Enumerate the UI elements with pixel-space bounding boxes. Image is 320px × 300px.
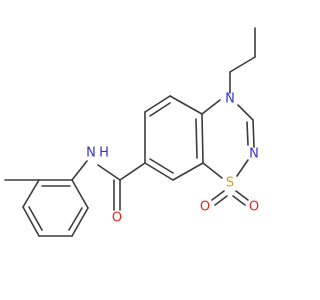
bond — [214, 195, 228, 206]
bond — [201, 99, 221, 115]
bond — [195, 118, 198, 159]
nitrogen-atom-amide: N — [86, 146, 96, 161]
bond — [149, 102, 171, 117]
bond — [68, 207, 83, 231]
bond — [71, 179, 89, 209]
molecule-structure-diagram: N N S O O O N H — [0, 0, 300, 300]
bond — [22, 179, 40, 208]
bond — [144, 95, 171, 113]
thiadiazine-ring — [201, 99, 255, 179]
carboxamide-group — [97, 162, 146, 211]
bond — [229, 56, 256, 73]
bond — [172, 162, 204, 181]
bond — [144, 162, 174, 181]
propyl-chain — [229, 27, 256, 94]
bond — [237, 104, 254, 121]
bond — [71, 160, 88, 181]
bond — [201, 113, 204, 164]
hydrogen-atom-amide: H — [99, 146, 109, 161]
tolyl-ring — [4, 160, 89, 237]
oxygen-atom-amide: O — [112, 211, 122, 226]
background — [0, 0, 300, 300]
bond — [97, 164, 121, 181]
bond — [28, 206, 43, 231]
bond — [71, 207, 89, 237]
nitrogen-atom-n4: N — [225, 92, 235, 107]
bond — [119, 162, 146, 181]
oxygen-atom-sulfonyl-right: O — [249, 200, 259, 215]
bond — [235, 190, 249, 201]
bond — [211, 190, 225, 201]
oxygen-atom-sulfonyl-left: O — [200, 200, 210, 215]
bond — [246, 121, 249, 146]
bond — [202, 162, 223, 179]
bond — [252, 119, 255, 148]
bond — [169, 95, 203, 115]
sulfonyl-group — [211, 190, 249, 206]
bond — [149, 158, 174, 174]
bond — [232, 195, 246, 206]
bond — [236, 159, 249, 177]
sulfur-atom: S — [226, 176, 234, 191]
benzo-ring — [144, 95, 204, 181]
nitrogen-atom-n2: N — [249, 147, 259, 162]
bond — [22, 206, 40, 237]
atom-labels: N N S O O O N H — [86, 92, 259, 226]
